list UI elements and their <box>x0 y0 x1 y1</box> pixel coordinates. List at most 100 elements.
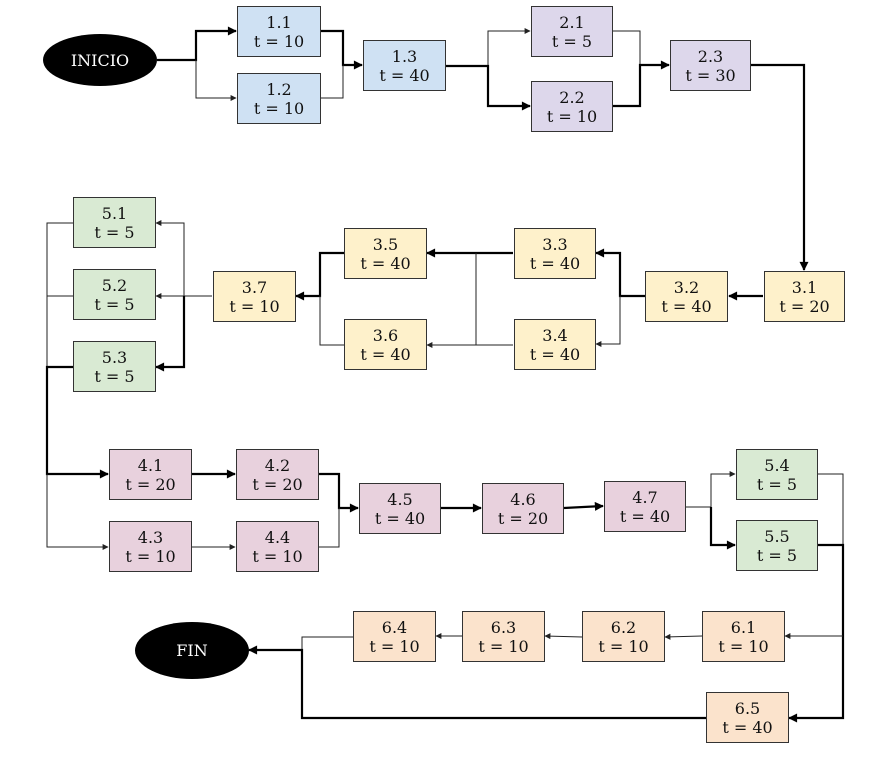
task-duration: t = 10 <box>369 636 420 656</box>
edge-4-2-4-5 <box>319 472 359 513</box>
edge-3-2-3-4 <box>595 296 621 347</box>
task-id: 3.1 <box>791 277 818 297</box>
task-duration: t = 10 <box>253 31 305 51</box>
task-id: 3.7 <box>241 277 268 297</box>
task-id: 5.3 <box>101 347 128 367</box>
task-duration: t = 10 <box>598 636 649 656</box>
task-6-5: 6.5 t = 40 <box>706 692 789 743</box>
task-id: 1.1 <box>266 12 292 32</box>
edge-3-7-5-1 <box>155 220 185 296</box>
edge-1-1-1-3 <box>321 29 363 70</box>
task-duration: t = 10 <box>546 106 598 126</box>
task-3-5: 3.5 t = 40 <box>344 228 427 279</box>
task-3-2: 3.2 t = 40 <box>645 271 728 322</box>
task-duration: t = 20 <box>779 296 830 316</box>
task-5-5: 5.5 t = 5 <box>736 520 818 571</box>
edge-1-3-2-1 <box>446 28 531 67</box>
task-2-1: 2.1 t = 5 <box>531 6 613 57</box>
edge-1-2-1-3 <box>321 65 344 99</box>
edge-6-5-fin <box>248 645 706 720</box>
task-4-3: 4.3 t = 10 <box>109 521 192 572</box>
edge-4-7-5-5 <box>709 507 736 550</box>
start-node: INICIO <box>43 34 157 86</box>
task-1-3: 1.3 t = 40 <box>363 40 446 91</box>
task-id: 5.2 <box>101 275 128 295</box>
task-6-3: 6.3 t = 10 <box>462 611 545 662</box>
task-5-3: 5.3 t = 5 <box>73 341 156 392</box>
task-id: 5.1 <box>101 203 128 223</box>
task-duration: t = 5 <box>551 31 593 51</box>
task-id: 6.4 <box>381 617 408 637</box>
task-4-4: 4.4 t = 10 <box>236 521 319 572</box>
task-3-4: 3.4 t = 40 <box>514 319 596 370</box>
bus-5-4 <box>818 473 844 545</box>
task-3-6: 3.6 t = 40 <box>344 319 427 370</box>
task-3-1: 3.1 t = 20 <box>764 271 845 322</box>
edge-4-4-4-5 <box>319 508 340 548</box>
task-duration: t = 20 <box>125 474 176 494</box>
task-id: 3.3 <box>542 234 568 254</box>
edge-6-1-6-2 <box>664 633 703 640</box>
task-duration: t = 5 <box>94 294 135 314</box>
task-duration: t = 40 <box>360 344 411 364</box>
task-duration: t = 40 <box>360 253 411 273</box>
edge-2-1-2-3 <box>613 30 641 65</box>
task-id: 2.2 <box>559 87 585 107</box>
task-id: 1.3 <box>391 46 418 66</box>
task-id: 2.3 <box>697 46 724 66</box>
task-duration: t = 30 <box>685 65 736 85</box>
task-duration: t = 40 <box>722 717 773 737</box>
edge-inicio-1-2 <box>195 60 237 101</box>
edge-4-6-4-7 <box>563 501 604 511</box>
task-4-1: 4.1 t = 20 <box>109 449 192 500</box>
edge-bus-4-3 <box>46 474 109 550</box>
end-node: FIN <box>135 622 249 679</box>
task-duration: t = 10 <box>125 546 176 566</box>
edge-2-2-2-3 <box>613 60 670 108</box>
task-6-4: 6.4 t = 10 <box>353 611 436 662</box>
edge-5-3-4-1 <box>45 365 109 479</box>
task-id: 4.6 <box>510 489 536 509</box>
task-1-1: 1.1 t = 10 <box>237 6 321 57</box>
task-duration: t = 5 <box>94 222 135 242</box>
edge-6-2-6-3 <box>544 633 583 640</box>
task-4-7: 4.7 t = 40 <box>604 481 686 532</box>
task-duration: t = 5 <box>756 474 798 494</box>
task-id: 6.2 <box>610 617 637 637</box>
task-id: 4.7 <box>632 487 658 507</box>
task-id: 4.3 <box>137 527 164 547</box>
task-2-2: 2.2 t = 10 <box>531 81 613 132</box>
task-5-4: 5.4 t = 5 <box>736 449 818 500</box>
task-3-7: 3.7 t = 10 <box>213 271 296 322</box>
task-id: 3.5 <box>372 234 399 254</box>
task-3-3: 3.3 t = 40 <box>514 228 596 279</box>
edge-4-7-5-4 <box>686 471 736 508</box>
task-duration: t = 40 <box>529 253 581 273</box>
task-id: 4.5 <box>387 489 413 509</box>
edge-1-3-2-2 <box>446 64 531 111</box>
edge-6-4-fin <box>301 636 353 650</box>
task-duration: t = 40 <box>379 65 430 85</box>
start-label: INICIO <box>70 50 130 70</box>
edge-3-2-3-3 <box>595 248 645 298</box>
bus-5-1 <box>46 222 73 367</box>
edge-3-3-3-6 <box>426 253 477 348</box>
task-4-2: 4.2 t = 20 <box>236 449 319 500</box>
task-duration: t = 10 <box>253 98 305 118</box>
task-2-3: 2.3 t = 30 <box>670 40 751 91</box>
task-duration: t = 10 <box>478 636 529 656</box>
task-1-2: 1.2 t = 10 <box>237 73 321 124</box>
task-5-1: 5.1 t = 5 <box>73 197 156 248</box>
task-duration: t = 10 <box>229 296 280 316</box>
task-id: 4.4 <box>264 527 291 547</box>
edge-2-3-3-1 <box>751 63 809 271</box>
end-label: FIN <box>176 641 208 660</box>
edge-3-6-3-7 <box>319 296 344 346</box>
task-6-1: 6.1 t = 10 <box>702 611 785 662</box>
task-duration: t = 40 <box>529 344 581 364</box>
task-duration: t = 5 <box>756 545 798 565</box>
task-duration: t = 10 <box>718 636 769 656</box>
task-duration: t = 40 <box>661 296 712 316</box>
task-id: 3.4 <box>542 325 568 345</box>
task-id: 5.4 <box>764 455 790 475</box>
